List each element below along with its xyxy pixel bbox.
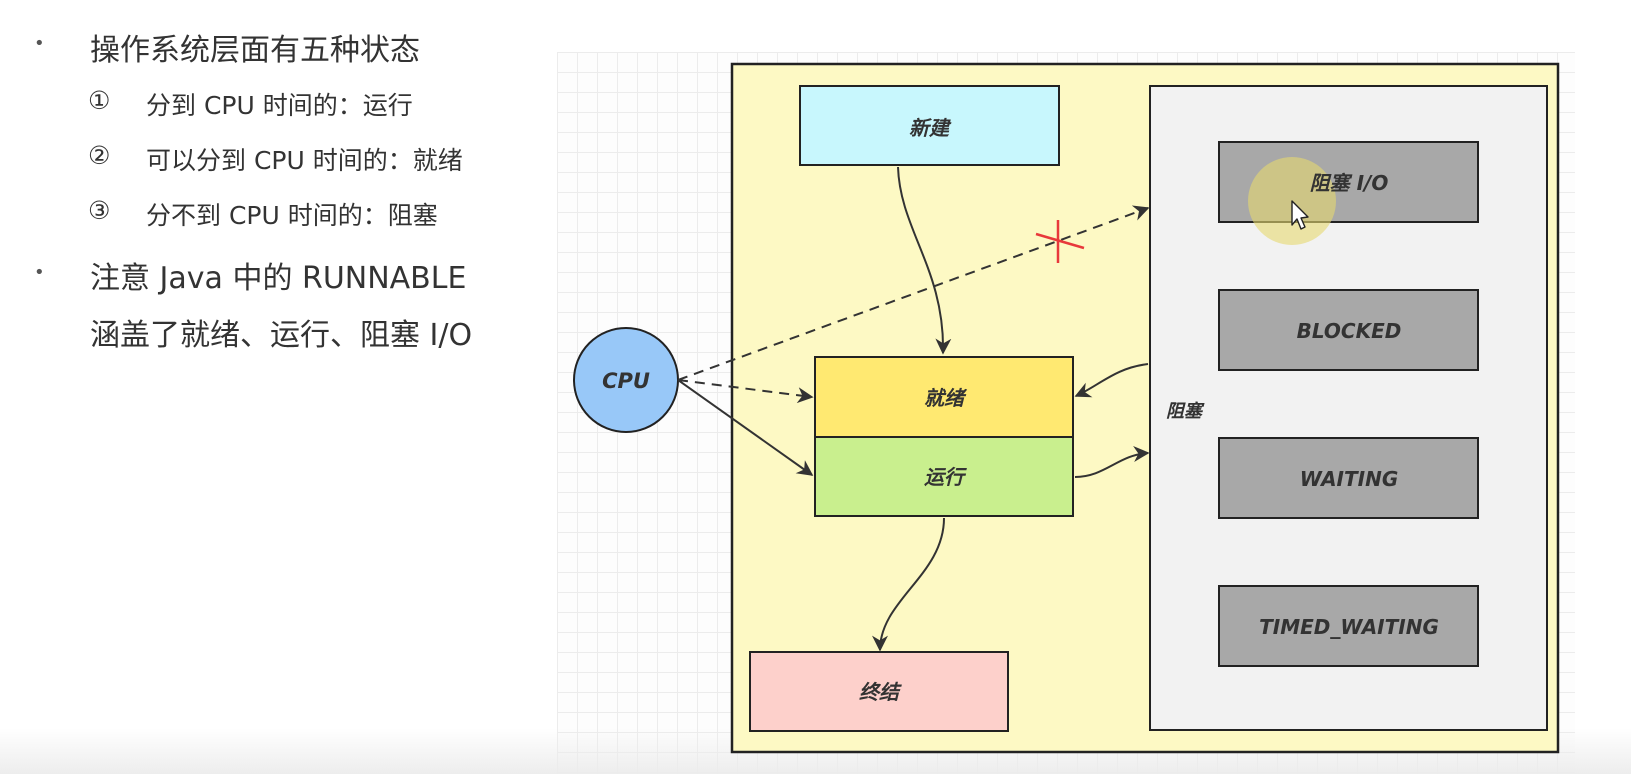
state-new-box [799, 85, 1060, 166]
note-bullet-1: 操作系统层面有五种状态 [90, 33, 420, 68]
state-terminated-box [749, 651, 1009, 732]
blocked-box [1218, 289, 1479, 371]
item-text: 分到 CPU 时间的：运行 [146, 91, 413, 120]
label-blocked-io: 阻塞 I/O [1310, 171, 1389, 195]
label-ready: 就绪 [924, 386, 968, 410]
arrow-blocked-to-ready [1074, 363, 1149, 398]
red-cross-mark [1035, 220, 1085, 263]
label-cpu: CPU [602, 369, 650, 393]
note-bullet-2-line-1: 注意 Java 中的 RUNNABLE [90, 261, 467, 296]
mouse-cursor-icon [1291, 200, 1309, 230]
bullet-dot: • [34, 262, 45, 283]
notes-panel: • 操作系统层面有五种状态 ① 分到 CPU 时间的：运行 ② 可以分到 CPU… [0, 0, 540, 774]
arrow-cpu-to-blocked-io-dashed [677, 205, 1150, 381]
label-timed-waiting: TIMED_WAITING [1259, 615, 1439, 639]
label-blocked: BLOCKED [1297, 319, 1402, 343]
item-number: ② [88, 141, 111, 170]
timed-waiting-box [1218, 585, 1479, 667]
label-running: 运行 [924, 465, 967, 489]
item-number: ① [88, 86, 111, 115]
arrow-cpu-to-ready-dashed [677, 379, 814, 404]
item-text: 分不到 CPU 时间的：阻塞 [146, 201, 438, 230]
arrow-running-to-terminated [872, 517, 945, 652]
label-blocked-group: 阻塞 [1166, 401, 1205, 422]
label-waiting: WAITING [1300, 467, 1399, 491]
item-text: 可以分到 CPU 时间的：就绪 [146, 146, 463, 175]
arrow-new-to-ready [897, 166, 952, 355]
bullet-dot: • [34, 33, 45, 54]
waiting-box [1218, 437, 1479, 519]
note-bullet-2-line-2: 涵盖了就绪、运行、阻塞 I/O [90, 318, 473, 353]
arrow-cpu-to-running [677, 379, 814, 476]
label-new: 新建 [909, 116, 952, 140]
label-terminated: 终结 [859, 680, 902, 704]
item-number: ③ [88, 196, 111, 225]
arrow-running-to-blocked [1074, 445, 1150, 478]
state-ready-box [814, 356, 1074, 438]
state-running-box [814, 436, 1074, 517]
